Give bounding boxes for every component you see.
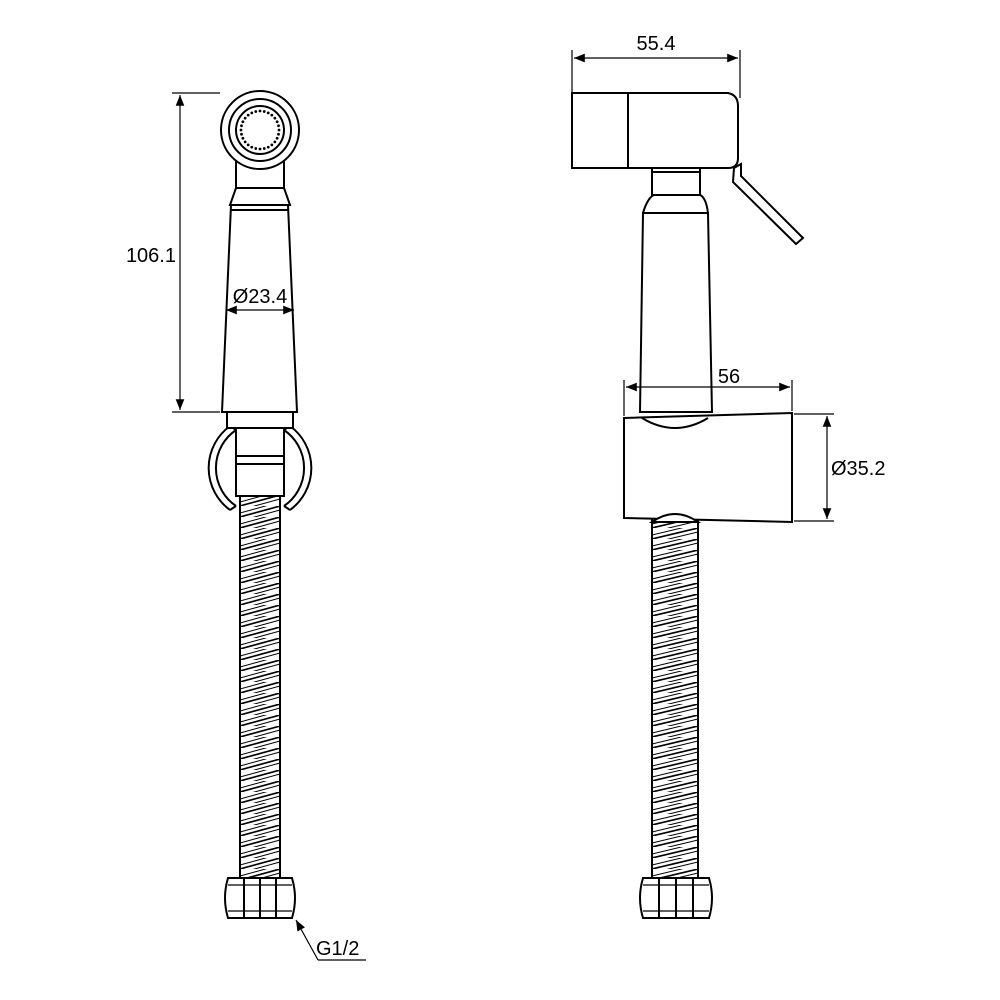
nozzle-hole [254,147,258,150]
hose-right [651,512,699,880]
dimension-handle-diameter-label: Ø23.4 [233,286,287,308]
nozzle-hole [246,113,250,117]
spray-head-side [571,92,739,169]
nozzle-hole [258,147,262,151]
nozzle-hole [240,132,243,136]
dimension-height-label: 106.1 [126,245,176,267]
spray-head-front [220,90,300,170]
dimension-holder-width-label: 56 [718,366,740,388]
nozzle-hole [258,109,262,113]
hose-nut-right [639,877,713,919]
nozzle-hole [239,128,243,132]
nozzle-hole [241,120,245,124]
nozzle-hole [262,147,266,150]
nozzle-hole [262,110,266,113]
nozzle-hole [277,128,281,132]
handle-body-front [220,204,299,413]
nozzle-hole [254,110,258,113]
nozzle-hole [277,124,280,128]
dimension-holder-diameter-label: Ø35.2 [831,458,885,480]
hose-left [239,495,281,880]
nozzle-hole [243,116,247,120]
nozzle-hole [243,140,247,144]
neck-side [651,164,701,196]
nozzle-hole [246,143,250,147]
thread-callout: G1/2 [295,919,366,961]
nozzle-holes [239,109,281,151]
nozzle-hole [250,145,254,149]
nozzle-hole [270,143,274,147]
nozzle-hole [275,120,279,124]
dimension-handle-diameter: Ø23.4 [226,286,294,315]
dimension-holder-diameter: Ø35.2 [794,413,885,522]
trigger-lever [731,162,805,246]
dimension-holder-width: 56 [623,366,793,416]
nozzle-hole [266,145,270,149]
dimension-height: 106.1 [126,92,220,413]
side-view: 55.4 56 Ø35.2 [571,33,885,919]
thread-label: G1/2 [316,938,359,960]
connector-front [226,411,294,497]
nozzle-hole [273,116,277,120]
nozzle-hole [273,140,277,144]
nozzle-hole [275,136,279,140]
dimension-head-width: 55.4 [571,33,741,98]
hose-nut-left [224,877,296,919]
handle-body-side [638,212,714,413]
nozzle-hole [277,132,280,136]
holder-side [623,411,793,524]
nozzle-hole [266,111,270,115]
nozzle-hole [250,111,254,115]
front-view: 106.1 Ø23.4 G1/2 [126,90,366,961]
nozzle-hole [240,124,243,128]
nozzle-hole [270,113,274,117]
nozzle-hole [241,136,245,140]
dimension-head-width-label: 55.4 [637,33,676,55]
